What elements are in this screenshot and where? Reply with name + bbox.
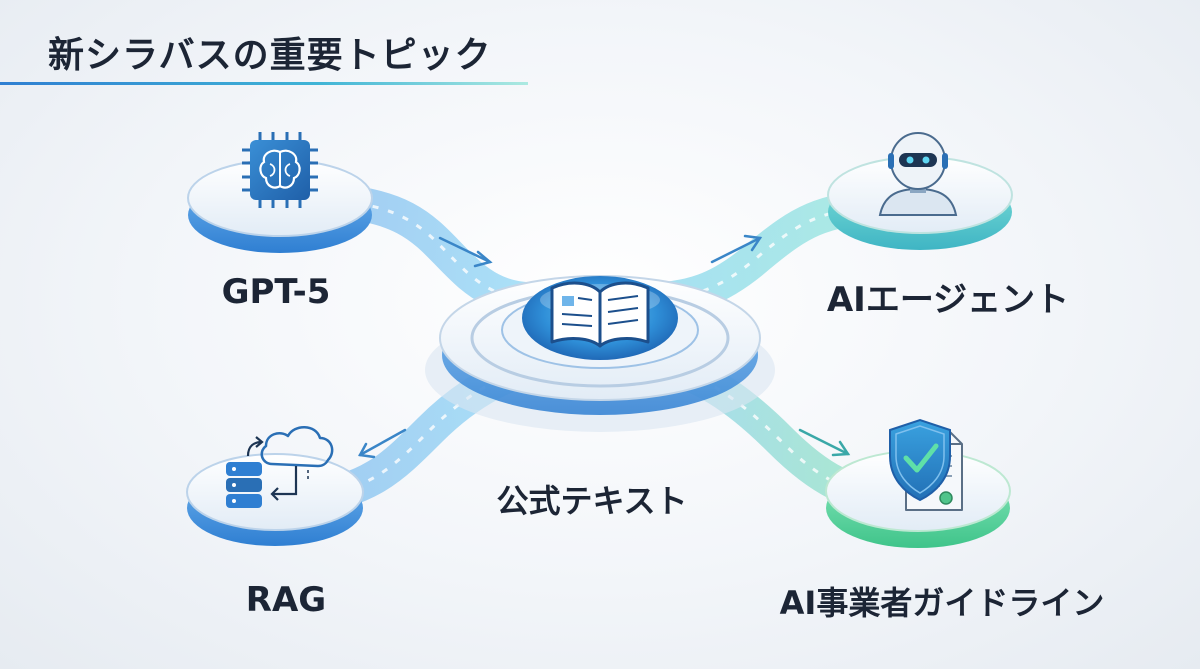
shield-document-icon [889,418,963,511]
node-label-gpt5: GPT-5 [221,272,331,312]
node-disc-rag [186,453,364,546]
ai-chip-brain-icon [242,132,318,208]
robot-icon [878,132,958,216]
cloud-database-icon [226,426,334,508]
arrow-to-guideline [798,428,851,457]
node-label-guideline: AI事業者ガイドライン [779,584,1105,622]
center-label: 公式テキスト [496,482,688,520]
node-label-agent: AIエージェント [826,280,1070,320]
page-title: 新シラバスの重要トピック [48,35,492,76]
arrow-to-rag [358,428,407,459]
book-icon [550,281,650,348]
node-label-rag: RAG [245,580,327,620]
arrow-to-center [438,236,493,268]
arrow-to-agent [710,234,763,264]
title-underline [0,82,528,85]
